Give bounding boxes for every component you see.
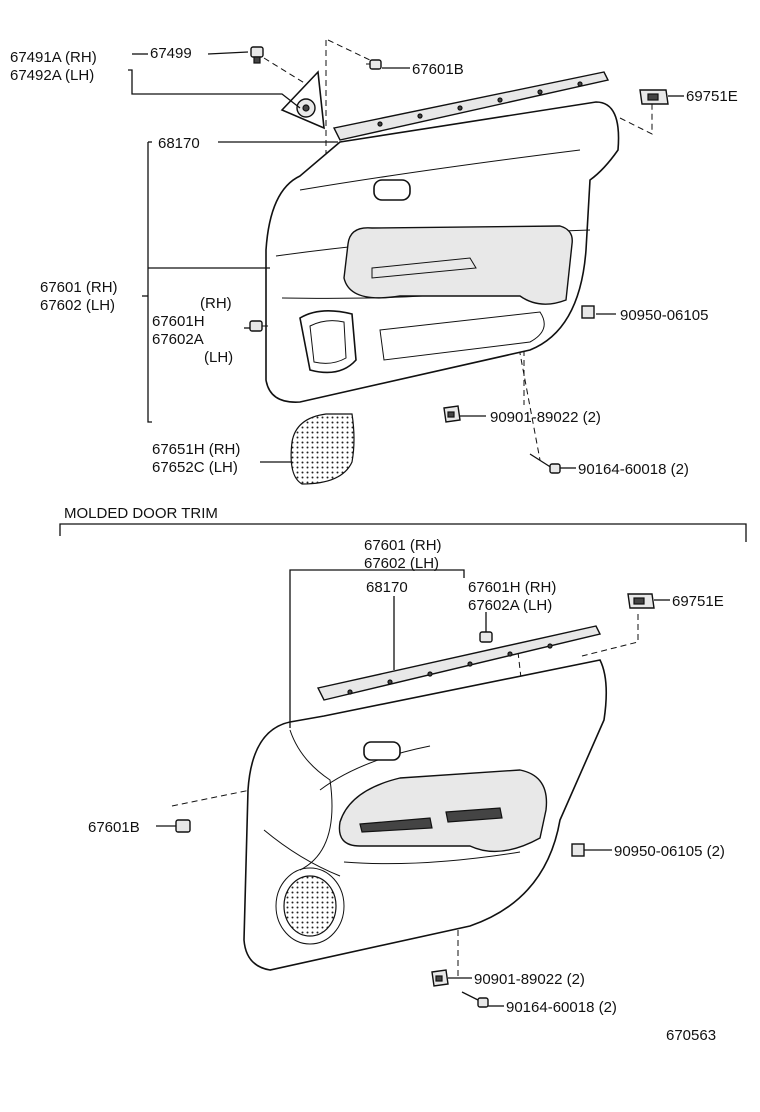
label-90164-bottom: 90164-60018 (2) — [506, 999, 617, 1016]
label-90901-bottom: 90901-89022 (2) — [474, 971, 585, 988]
clip-67601b-icon — [366, 59, 382, 70]
door-pull-pocket — [343, 225, 573, 305]
label-69751e-bottom: 69751E — [672, 593, 724, 610]
molded-speaker-grille — [283, 875, 337, 937]
screw-90164-bottom-icon — [461, 991, 489, 1008]
clip-67601h-icon — [249, 320, 268, 332]
label-90950-top: 90950-06105 — [620, 307, 708, 324]
moulding-holes — [377, 81, 583, 127]
label-68170-bottom: 68170 — [366, 579, 408, 596]
panel-speaker-grille — [299, 310, 357, 374]
inside-handle-opening — [373, 179, 411, 201]
retainer-90950-icon — [581, 305, 595, 319]
label-67601h-top: 67601H — [152, 313, 205, 330]
top-labels: 67491A (RH) 67492A (LH) 67499 67601B 697… — [10, 45, 738, 478]
label-67602a-lh-bottom: 67602A (LH) — [468, 597, 552, 614]
label-lh-qualifier: (LH) — [204, 349, 233, 366]
label-67652c: 67652C (LH) — [152, 459, 238, 476]
clip-90901-bottom-icon — [431, 969, 449, 987]
bottom-assembly — [171, 593, 655, 1008]
figure-number: 670563 — [666, 1027, 716, 1044]
label-67651h: 67651H (RH) — [152, 441, 240, 458]
tweeter-center — [302, 104, 310, 112]
bottom-moulding-holes — [347, 643, 553, 695]
label-67601b-top: 67601B — [412, 61, 464, 78]
clip-90901-icon — [443, 405, 461, 423]
molded-inside-handle — [363, 741, 401, 761]
label-67601-rh-top: 67601 (RH) — [40, 279, 118, 296]
screw-90164-icon — [529, 453, 561, 474]
upper-moulding-strip — [332, 71, 610, 141]
label-67602a-top: 67602A — [152, 331, 204, 348]
label-90901-top: 90901-89022 (2) — [490, 409, 601, 426]
label-67602-lh-top: 67602 (LH) — [40, 297, 115, 314]
label-67601-rh-bottom: 67601 (RH) — [364, 537, 442, 554]
clip-67499-icon — [250, 46, 264, 64]
section-bracket — [59, 523, 747, 542]
label-67492a: 67492A (LH) — [10, 67, 94, 84]
retainer-90950-bottom-icon — [571, 843, 585, 857]
molded-pull-pocket — [338, 769, 548, 853]
top-leader-lines — [128, 51, 684, 469]
label-90164-top: 90164-60018 (2) — [578, 461, 689, 478]
bottom-labels: 67601 (RH) 67602 (LH) 68170 67601H (RH) … — [88, 537, 725, 1016]
label-67499: 67499 — [150, 45, 192, 62]
label-rh-qualifier: (RH) — [200, 295, 232, 312]
label-68170-top: 68170 — [158, 135, 200, 152]
label-69751e-top: 69751E — [686, 88, 738, 105]
section-title: MOLDED DOOR TRIM — [64, 505, 218, 522]
label-67601b-bottom: 67601B — [88, 819, 140, 836]
switch-base-69751e-icon — [639, 89, 669, 105]
label-67601h-rh-bottom: 67601H (RH) — [468, 579, 556, 596]
top-assembly — [249, 39, 669, 485]
switch-base-69751e-bottom-icon — [627, 593, 655, 609]
label-90950-bottom: 90950-06105 (2) — [614, 843, 725, 860]
clip-67601h-bottom-icon — [479, 631, 493, 643]
bottom-leader-lines — [156, 569, 670, 1007]
label-67491a: 67491A (RH) — [10, 49, 97, 66]
speaker-grille-67651h — [290, 413, 355, 485]
label-67602-lh-bottom: 67602 (LH) — [364, 555, 439, 572]
